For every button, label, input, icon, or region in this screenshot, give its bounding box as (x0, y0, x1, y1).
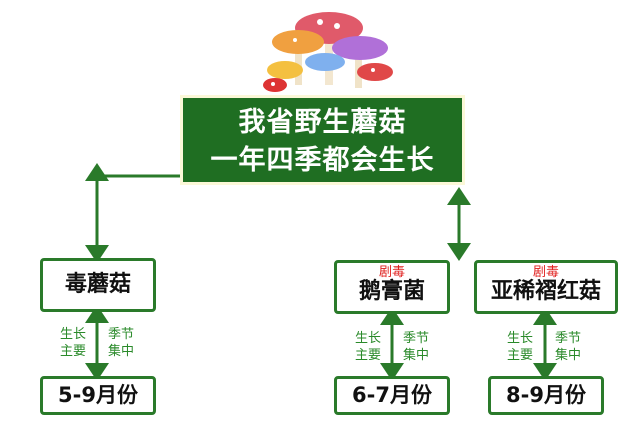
branch-name: 毒蘑菇 (64, 272, 131, 297)
label-right: 季节集中 (108, 326, 134, 360)
branch-box-poison-mushroom: 毒蘑菇 (40, 258, 156, 312)
months-text: 6-7月份 (352, 383, 432, 407)
mushroom-illustration-icon (263, 12, 393, 92)
months-box: 6-7月份 (334, 376, 450, 415)
months-box: 5-9月份 (40, 376, 156, 415)
label-left: 生长主要 (507, 330, 533, 364)
label-text: 集中 (108, 344, 135, 359)
label-text: 生长 (60, 327, 87, 342)
branch-box-russula: 剧毒 亚稀褶红菇 (474, 260, 618, 314)
months-box: 8-9月份 (488, 376, 604, 415)
months-text: 5-9月份 (58, 383, 138, 407)
label-text: 主要 (60, 344, 87, 359)
branch-box-amanita: 剧毒 鹅膏菌 (334, 260, 450, 314)
label-text: 季节 (108, 327, 135, 342)
label-text: 生长 (507, 331, 534, 346)
label-right: 季节集中 (403, 330, 429, 364)
branch-name: 鹅膏菌 (358, 279, 425, 304)
warning-label: 剧毒 (378, 265, 405, 280)
title-line-2: 一年四季都会生长 (210, 145, 435, 176)
label-right: 季节集中 (555, 330, 581, 364)
label-left: 生长主要 (60, 326, 86, 360)
title-box: 我省野生蘑菇 一年四季都会生长 (180, 95, 465, 185)
label-text: 主要 (507, 348, 534, 363)
label-text: 生长 (355, 331, 382, 346)
label-text: 主要 (355, 348, 382, 363)
months-text: 8-9月份 (506, 383, 586, 407)
branch-name: 亚稀褶红菇 (490, 279, 601, 304)
title-line-1: 我省野生蘑菇 (238, 107, 407, 138)
label-text: 集中 (555, 348, 582, 363)
label-text: 季节 (403, 331, 430, 346)
label-text: 集中 (403, 348, 430, 363)
warning-label: 剧毒 (532, 265, 559, 280)
label-left: 生长主要 (355, 330, 381, 364)
label-text: 季节 (555, 331, 582, 346)
